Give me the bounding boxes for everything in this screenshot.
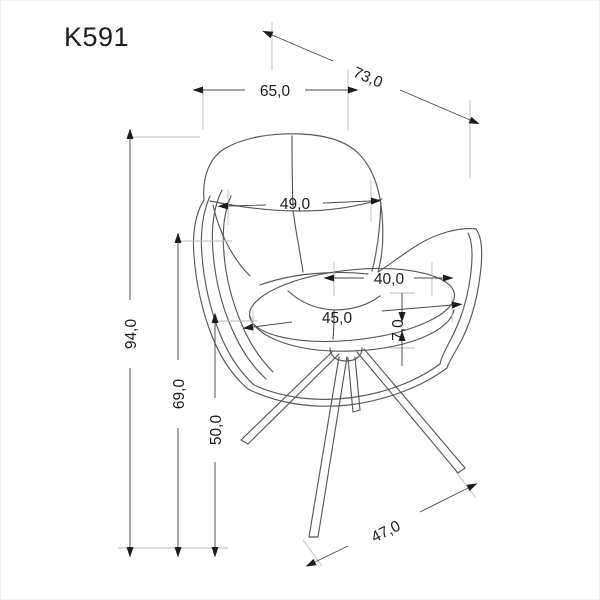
dim-line-overall-depth — [262, 30, 334, 62]
leg-front-left-edge — [317, 356, 348, 538]
dim-label-arm-height: 69,0 — [171, 379, 188, 410]
dim-line-backrest-width — [217, 202, 267, 210]
left-arm-inner-top — [211, 189, 267, 380]
left-shell-thickness-line — [200, 195, 255, 386]
backrest-vertical-seam-lower — [292, 210, 304, 273]
leg-rear-right-foot — [457, 467, 466, 474]
leg-rear-left-foot — [240, 439, 249, 445]
seat-cushion-rear-seam — [287, 290, 335, 311]
backrest-horizontal-seam — [209, 198, 383, 212]
leg-rear-right — [356, 351, 459, 474]
leg-rear-left-edge — [247, 353, 340, 445]
ext-line-base-left — [302, 539, 323, 567]
left-arm-inner-secondary — [222, 195, 274, 373]
dim-label-base-span: 47,0 — [369, 518, 404, 547]
dim-label-overall-depth: 73,0 — [351, 64, 386, 92]
ext-line-base-right — [455, 471, 477, 499]
leg-rear-left — [240, 351, 333, 441]
backrest-vertical-seam-upper — [291, 135, 294, 208]
seat-cushion-radial-seam — [332, 309, 335, 340]
leg-rear-right-edge — [363, 348, 466, 469]
left-outer-shell — [192, 199, 249, 390]
dim-line-seat-width-2 — [381, 301, 463, 312]
dim-label-seat-height: 50,0 — [208, 415, 225, 446]
leg-center-rear — [347, 357, 354, 413]
seat-shell-front-lower — [247, 367, 448, 407]
seat-cushion-bottom-edge — [249, 309, 455, 352]
right-arm-inner — [439, 232, 473, 365]
dim-line-base-span-2 — [419, 483, 478, 513]
dim-label-seat-thickness: 7,0 — [390, 319, 407, 341]
seat-cushion-front-seam — [333, 295, 381, 311]
backrest-right-edge — [377, 228, 477, 273]
backrest-lower-right-fold — [371, 202, 382, 272]
dim-line-overall-depth-2 — [399, 89, 480, 125]
seat-back-junction — [259, 271, 369, 286]
leg-center-rear-edge — [354, 356, 361, 411]
leg-front-left — [308, 356, 340, 538]
dim-label-seat-depth: 40,0 — [374, 271, 405, 288]
dim-label-total-height: 94,0 — [123, 319, 140, 350]
dim-label-backrest-width: 49,0 — [280, 196, 311, 213]
dim-line-seat-width — [242, 321, 293, 331]
dim-line-base-span — [305, 545, 349, 567]
right-arm-outer — [446, 228, 483, 369]
leg-center-rear-foot — [352, 409, 361, 413]
dim-label-overall-width: 65,0 — [260, 83, 291, 100]
seat-shell-front-lower-inner — [253, 363, 441, 400]
dim-label-seat-width: 45,0 — [322, 310, 353, 327]
backrest-outer-shell — [203, 133, 384, 273]
dim-line-backrest-width-2 — [322, 197, 382, 205]
page-title: K591 — [64, 22, 130, 52]
